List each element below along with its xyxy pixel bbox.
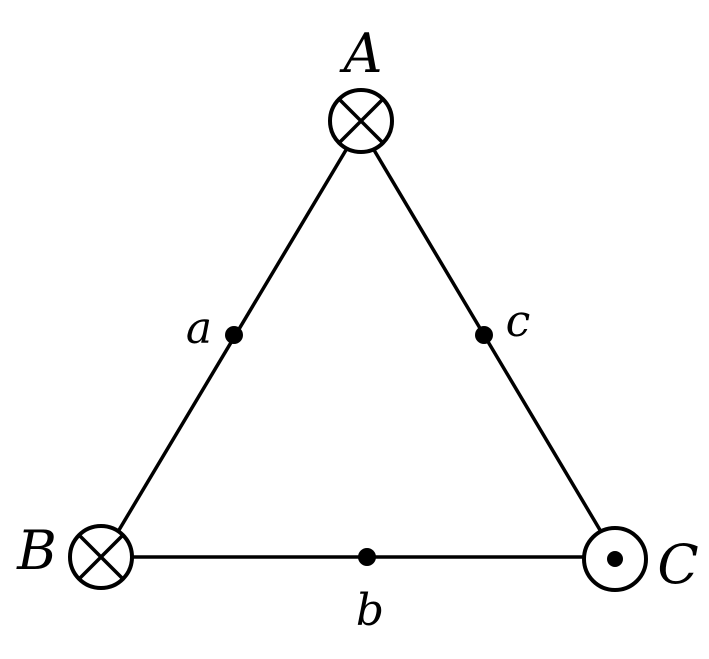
vertex-label-b: B (16, 519, 57, 582)
vertex-label-a: A (339, 22, 383, 85)
point-label-a: a (186, 303, 212, 354)
wire-c-dot-icon (582, 526, 648, 592)
wire-a-cross-icon (328, 88, 394, 154)
point-label-b: b (356, 585, 384, 636)
point-a-dot (225, 326, 243, 344)
point-c-dot (475, 326, 493, 344)
vertex-label-c: C (657, 533, 698, 596)
point-label-c: c (506, 296, 531, 347)
wire-b-cross-icon (68, 524, 134, 590)
point-b-dot (358, 548, 376, 566)
